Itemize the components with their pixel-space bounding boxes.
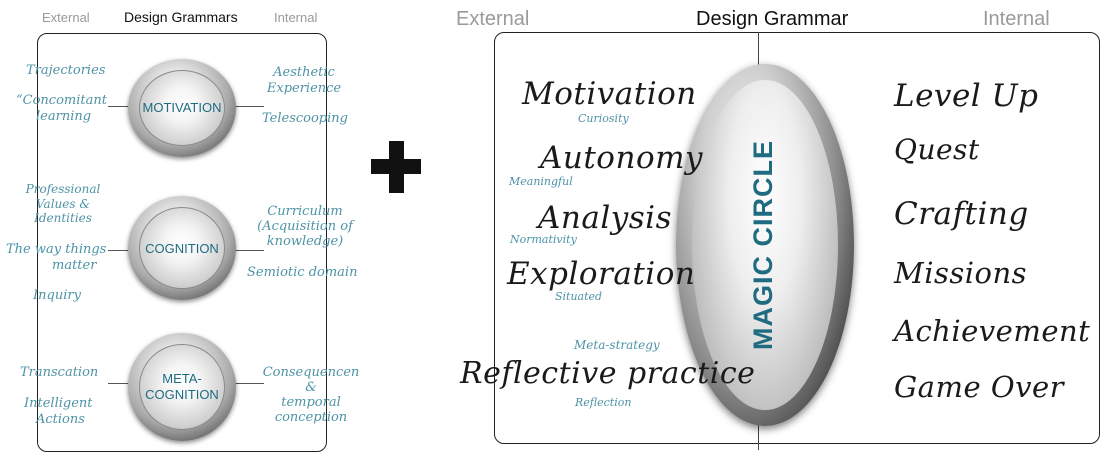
left-header-external: External — [42, 10, 90, 25]
term-consequencen-line1: Consequencen — [262, 365, 360, 380]
ext-autonomy: Autonomy — [540, 140, 704, 176]
cognition-knob-label: COGNITION — [145, 241, 219, 256]
term-concomitant-line2: learning — [36, 109, 92, 124]
connector-line — [229, 106, 264, 107]
int-achievement: Achievement — [894, 314, 1091, 348]
left-header-title: Design Grammars — [124, 9, 238, 25]
term-way-things-line1: The way things — [6, 242, 107, 257]
connector-line — [108, 106, 138, 107]
term-telescooping: Telescooping — [262, 111, 348, 126]
right-header-title: Design Grammar — [696, 8, 849, 30]
term-transcation: Transcation — [20, 365, 99, 380]
magic-circle-label: MAGIC CIRCLE — [748, 140, 778, 350]
ext-reflective-practice: Reflective practice — [460, 356, 756, 391]
metacognition-knob: META- COGNITION — [128, 333, 236, 441]
connector-line — [108, 250, 138, 251]
term-curriculum-line1: Curriculum — [267, 204, 343, 219]
term-curriculum-line2: (Acquisition of — [257, 219, 353, 234]
term-semiotic-domain: Semiotic domain — [247, 265, 358, 280]
term-consequencen-line2: & — [305, 380, 317, 395]
term-consequencen-line3: temporal — [281, 395, 341, 410]
ext-sub-curiosity: Curiosity — [578, 112, 629, 125]
motivation-knob: MOTIVATION — [128, 59, 236, 157]
int-crafting: Crafting — [894, 196, 1029, 232]
term-intelligent-line1: Intelligent — [24, 396, 93, 411]
connector-line — [108, 383, 138, 384]
plus-sign-vertical — [389, 141, 404, 193]
ext-motivation: Motivation — [522, 76, 697, 112]
ext-sub-normativity: Normativity — [510, 233, 577, 246]
connector-line — [229, 383, 264, 384]
int-missions: Missions — [894, 256, 1028, 290]
term-aesthetic-line2: Experience — [266, 81, 342, 96]
int-game-over: Game Over — [894, 370, 1065, 404]
term-professional-line1: Professional — [25, 182, 101, 196]
right-header-internal: Internal — [983, 8, 1050, 30]
right-panel-frame — [494, 32, 1100, 444]
term-curriculum-line3: knowledge) — [266, 234, 344, 249]
motivation-knob-label: MOTIVATION — [142, 100, 222, 115]
ext-sub-meaningful: Meaningful — [509, 175, 573, 188]
ext-sub-meta-strategy: Meta-strategy — [574, 338, 660, 352]
int-level-up: Level Up — [894, 78, 1039, 114]
connector-line — [229, 250, 264, 251]
right-header-external: External — [456, 8, 530, 30]
ext-analysis: Analysis — [538, 200, 672, 236]
term-aesthetic-line1: Aesthetic — [273, 65, 335, 80]
cognition-knob: COGNITION — [128, 196, 236, 300]
magic-circle-inner — [692, 80, 838, 410]
metacognition-knob-label: META- COGNITION — [145, 371, 219, 402]
term-professional-line2: Values & — [35, 197, 91, 211]
term-intelligent-line2: Actions — [36, 412, 85, 427]
magic-circle-ellipse: MAGIC CIRCLE — [676, 64, 854, 426]
ext-sub-reflection: Reflection — [575, 396, 632, 409]
ext-sub-situated: Situated — [555, 290, 603, 303]
ext-exploration: Exploration — [507, 256, 696, 292]
term-trajectories: Trajectories — [26, 63, 106, 78]
term-professional-line3: Identities — [34, 211, 92, 225]
term-concomitant-line1: “Concomitant — [16, 93, 107, 108]
left-header-internal: Internal — [274, 10, 318, 25]
term-way-things-line2: matter — [52, 258, 97, 273]
term-consequencen-line4: conception — [274, 410, 348, 425]
term-inquiry: Inquiry — [33, 288, 81, 303]
int-quest: Quest — [894, 133, 980, 166]
